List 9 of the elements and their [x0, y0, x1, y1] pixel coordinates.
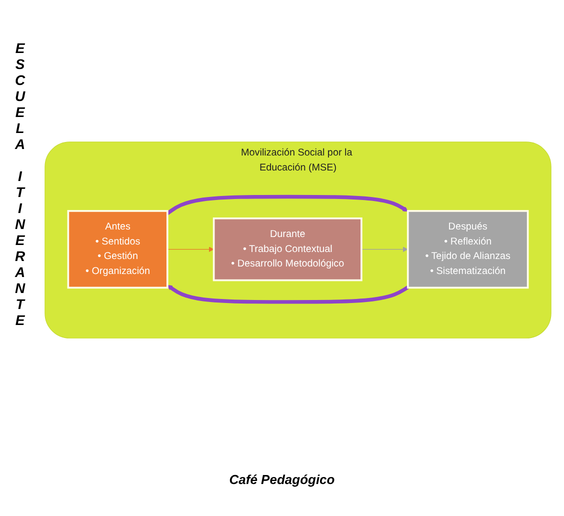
arrow [166, 194, 408, 215]
stage-box: Durante • Trabajo Contextual • Desarrollo Metodológico [212, 217, 362, 282]
vertical-caption: ESCUELA ITINERANTE [11, 40, 29, 328]
arrow [361, 246, 408, 252]
arrow [167, 246, 214, 252]
arrow [167, 284, 409, 304]
stage-box: Después • Reflexión • Tejido de Alianzas • Sistematización [406, 210, 529, 289]
stage-box: Antes • Sentidos • Gestión • Organización [67, 210, 168, 289]
caption-text: Café Pedagógico [229, 472, 335, 487]
